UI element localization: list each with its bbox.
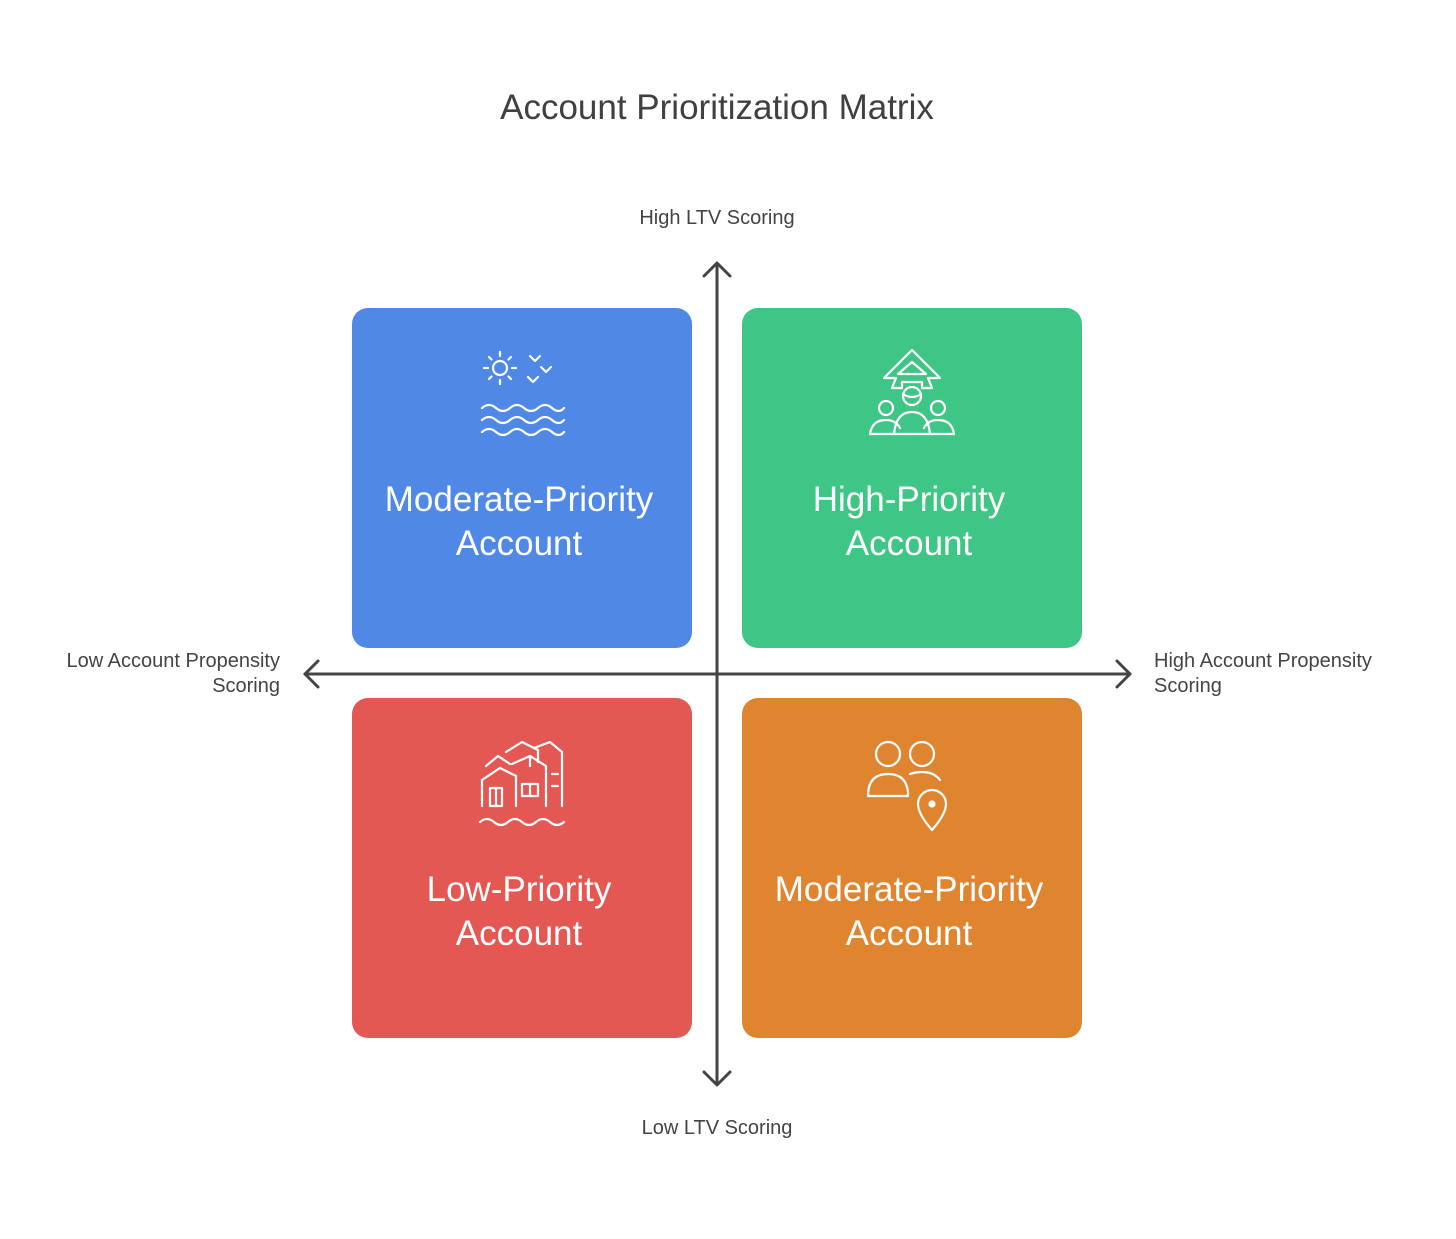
users-location-icon <box>866 740 948 832</box>
quadrant-label-line2: Account <box>845 914 973 953</box>
quadrant-label-line1: Moderate-Priority <box>384 480 654 519</box>
sun-waves-icon <box>480 350 566 437</box>
quadrant-label-line1: Moderate-Priority <box>774 870 1044 909</box>
quadrant-label-line2: Account <box>455 914 583 953</box>
quadrant-label-line1: Low-Priority <box>426 870 612 909</box>
quadrant-low-priority: Low-Priority Account <box>352 698 692 1038</box>
axis-label-high-propensity-line1: High Account Propensity <box>1154 650 1372 672</box>
axis-label-high-ltv: High LTV Scoring <box>639 207 795 229</box>
axis-label-high-propensity-line2: Scoring <box>1154 675 1222 697</box>
group-arrow-up-icon <box>868 348 956 436</box>
page-title: Account Prioritization Matrix <box>500 88 934 127</box>
quadrant-label: Moderate-Priority Account <box>352 478 686 566</box>
quadrant-label-line1: High-Priority <box>812 480 1006 519</box>
axis-label-high-propensity: High Account Propensity Scoring <box>1154 649 1434 699</box>
quadrant-high-priority: High-Priority Account <box>742 308 1082 648</box>
quadrant-label-line2: Account <box>845 524 973 563</box>
axis-label-low-propensity-line2: Scoring <box>212 675 280 697</box>
axis-label-low-propensity-line1: Low Account Propensity <box>66 650 280 672</box>
quadrant-label: Low-Priority Account <box>352 868 686 956</box>
quadrant-moderate-priority-bottom: Moderate-Priority Account <box>742 698 1082 1038</box>
axis-label-low-ltv: Low LTV Scoring <box>641 1117 793 1139</box>
arrow-down <box>702 1070 732 1087</box>
quadrant-label: High-Priority Account <box>742 478 1076 566</box>
axis-label-low-propensity: Low Account Propensity Scoring <box>20 649 280 699</box>
arrow-left <box>303 659 320 689</box>
quadrant-moderate-priority-top: Moderate-Priority Account <box>352 308 692 648</box>
flooded-houses-icon <box>478 740 566 827</box>
quadrant-label-line2: Account <box>455 524 583 563</box>
quadrant-label: Moderate-Priority Account <box>742 868 1076 956</box>
arrow-right <box>1115 659 1132 689</box>
arrow-up <box>702 261 732 278</box>
